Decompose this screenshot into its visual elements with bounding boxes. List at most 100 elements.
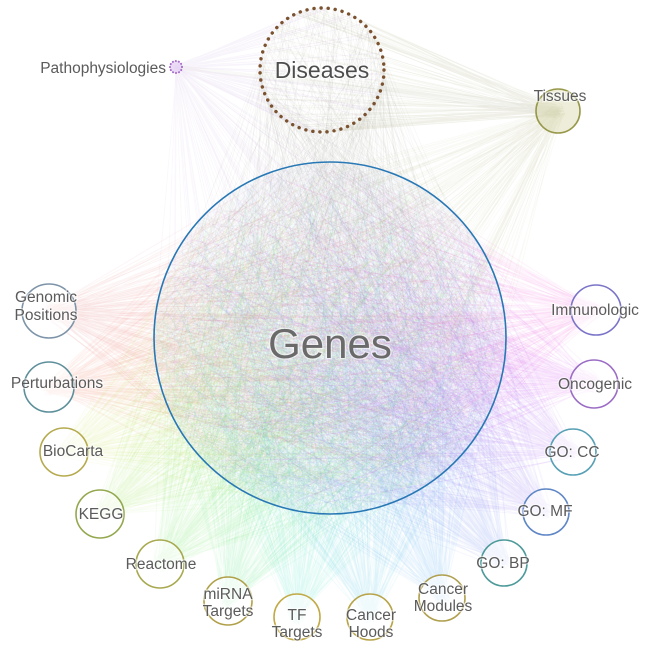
- edge-layer: [39, 7, 605, 626]
- node-diseases[interactable]: Diseases: [258, 6, 386, 134]
- node-oncogenic-label: Oncogenic: [558, 376, 632, 393]
- node-go_mf-label-line: GO: MF: [517, 503, 572, 520]
- edges-mirna_targets-genes: [154, 166, 490, 609]
- node-genes-label-line: Genes: [268, 320, 392, 367]
- node-pathophysiologies[interactable]: Pathophysiologies: [39, 59, 183, 78]
- edges-diseases-tissues: [259, 7, 566, 133]
- edges-perturbations-genes: [41, 165, 481, 506]
- node-tf_targets-label-line: Targets: [272, 624, 323, 641]
- node-go_mf-circle[interactable]: [522, 488, 570, 536]
- edges-tf_targets-genes: [172, 174, 506, 626]
- edges-reactome-genes: [152, 189, 481, 573]
- node-kegg[interactable]: KEGG: [75, 489, 125, 539]
- node-go_mf-label: GO: MF: [517, 503, 572, 520]
- edges-perturbations-genes: [41, 248, 493, 468]
- node-diseases-circle[interactable]: [258, 6, 386, 134]
- edges-go_mf-genes: [161, 176, 553, 521]
- edges-pathophysiologies-genes: [174, 65, 490, 502]
- edges-cancer_modules-genes: [167, 197, 498, 606]
- node-perturbations[interactable]: Perturbations: [10, 361, 105, 413]
- node-cancer_modules-circle[interactable]: [418, 574, 466, 622]
- edges-reactome-genes: [154, 180, 499, 572]
- edges-go_bp-genes: [194, 172, 510, 570]
- node-kegg-label: KEGG: [79, 506, 124, 523]
- edges-go_bp-genes: [162, 187, 513, 570]
- node-immunologic-circle[interactable]: [570, 284, 622, 336]
- node-biocarta[interactable]: BioCarta: [39, 427, 105, 477]
- node-pathophysiologies-circle[interactable]: [169, 60, 183, 74]
- node-go_bp-circle[interactable]: [480, 539, 528, 587]
- node-diseases-label-line: Diseases: [275, 57, 370, 83]
- edges-immunologic-genes: [179, 177, 605, 498]
- node-reactome-label: Reactome: [126, 556, 197, 573]
- edges-oncogenic-genes: [158, 202, 601, 504]
- edges-go_cc-genes: [185, 172, 582, 507]
- node-go_bp[interactable]: GO: BP: [475, 539, 531, 587]
- node-genomic_positions-circle[interactable]: [21, 283, 77, 339]
- node-oncogenic-circle[interactable]: [569, 359, 619, 409]
- edges-cancer_modules-genes: [157, 190, 476, 606]
- edges-pathophysiologies-genes: [153, 64, 481, 503]
- edges-kegg-genes: [93, 172, 485, 523]
- node-cancer_modules-label-line: Cancer: [418, 581, 468, 598]
- node-immunologic-label: Immunologic: [551, 302, 639, 319]
- node-tissues-circle[interactable]: [535, 88, 581, 134]
- node-perturbations-label: Perturbations: [11, 375, 103, 392]
- node-go_cc-label: GO: CC: [544, 444, 599, 461]
- edges-biocarta-genes: [55, 180, 464, 505]
- edges-diseases-genes: [171, 7, 500, 497]
- edges-diseases-genes: [170, 8, 491, 476]
- node-go_cc[interactable]: GO: CC: [543, 428, 601, 476]
- node-cancer_hoods-circle[interactable]: [346, 593, 394, 641]
- edges-cancer_hoods-genes: [161, 171, 501, 624]
- node-tissues-label-line: Tissues: [534, 88, 587, 105]
- node-kegg-circle[interactable]: [75, 489, 125, 539]
- node-mirna_targets-label-line: Targets: [203, 603, 254, 620]
- node-kegg-label-line: KEGG: [79, 506, 124, 523]
- node-oncogenic[interactable]: Oncogenic: [557, 359, 634, 409]
- node-diseases-label: Diseases: [275, 57, 370, 83]
- node-reactome[interactable]: Reactome: [124, 539, 198, 589]
- edges-go_cc-genes: [187, 171, 580, 506]
- node-go_mf[interactable]: GO: MF: [516, 488, 574, 536]
- edges-kegg-genes: [94, 194, 492, 521]
- edges-genomic_positions-genes: [41, 163, 489, 504]
- node-genes-label: Genes: [268, 320, 392, 367]
- edges-pathophysiologies-tissues: [173, 64, 566, 117]
- edges-reactome-genes: [152, 172, 488, 573]
- node-genes[interactable]: Genes: [153, 161, 507, 515]
- node-pathophysiologies-label-line: Pathophysiologies: [40, 60, 166, 77]
- node-tissues-label: Tissues: [534, 88, 587, 105]
- edges-diseases-genes: [155, 8, 483, 505]
- node-perturbations-circle[interactable]: [23, 361, 75, 413]
- node-reactome-circle[interactable]: [135, 539, 185, 589]
- node-immunologic[interactable]: Immunologic: [550, 284, 640, 336]
- node-genes-circle[interactable]: [153, 161, 507, 515]
- node-mirna_targets-label-line: miRNA: [203, 586, 253, 603]
- edges-genomic_positions-genes: [39, 172, 478, 487]
- edges-genomic_positions-genes: [45, 199, 503, 464]
- node-pathophysiologies-label: Pathophysiologies: [40, 60, 166, 77]
- node-biocarta-label: BioCarta: [43, 443, 104, 460]
- node-tissues[interactable]: Tissues: [532, 87, 588, 134]
- node-tf_targets-circle[interactable]: [273, 593, 321, 641]
- node-go_bp-label-line: GO: BP: [476, 555, 529, 572]
- node-biocarta-circle[interactable]: [39, 427, 89, 477]
- node-immunologic-label-line: Immunologic: [551, 302, 639, 319]
- node-go_cc-circle[interactable]: [549, 428, 597, 476]
- node-mirna_targets-circle[interactable]: [203, 576, 253, 626]
- edges-mirna_targets-genes: [185, 169, 480, 610]
- node-cancer_hoods-label-line: Cancer: [346, 607, 396, 624]
- node-perturbations-label-line: Perturbations: [11, 375, 103, 392]
- node-biocarta-label-line: BioCarta: [43, 443, 104, 460]
